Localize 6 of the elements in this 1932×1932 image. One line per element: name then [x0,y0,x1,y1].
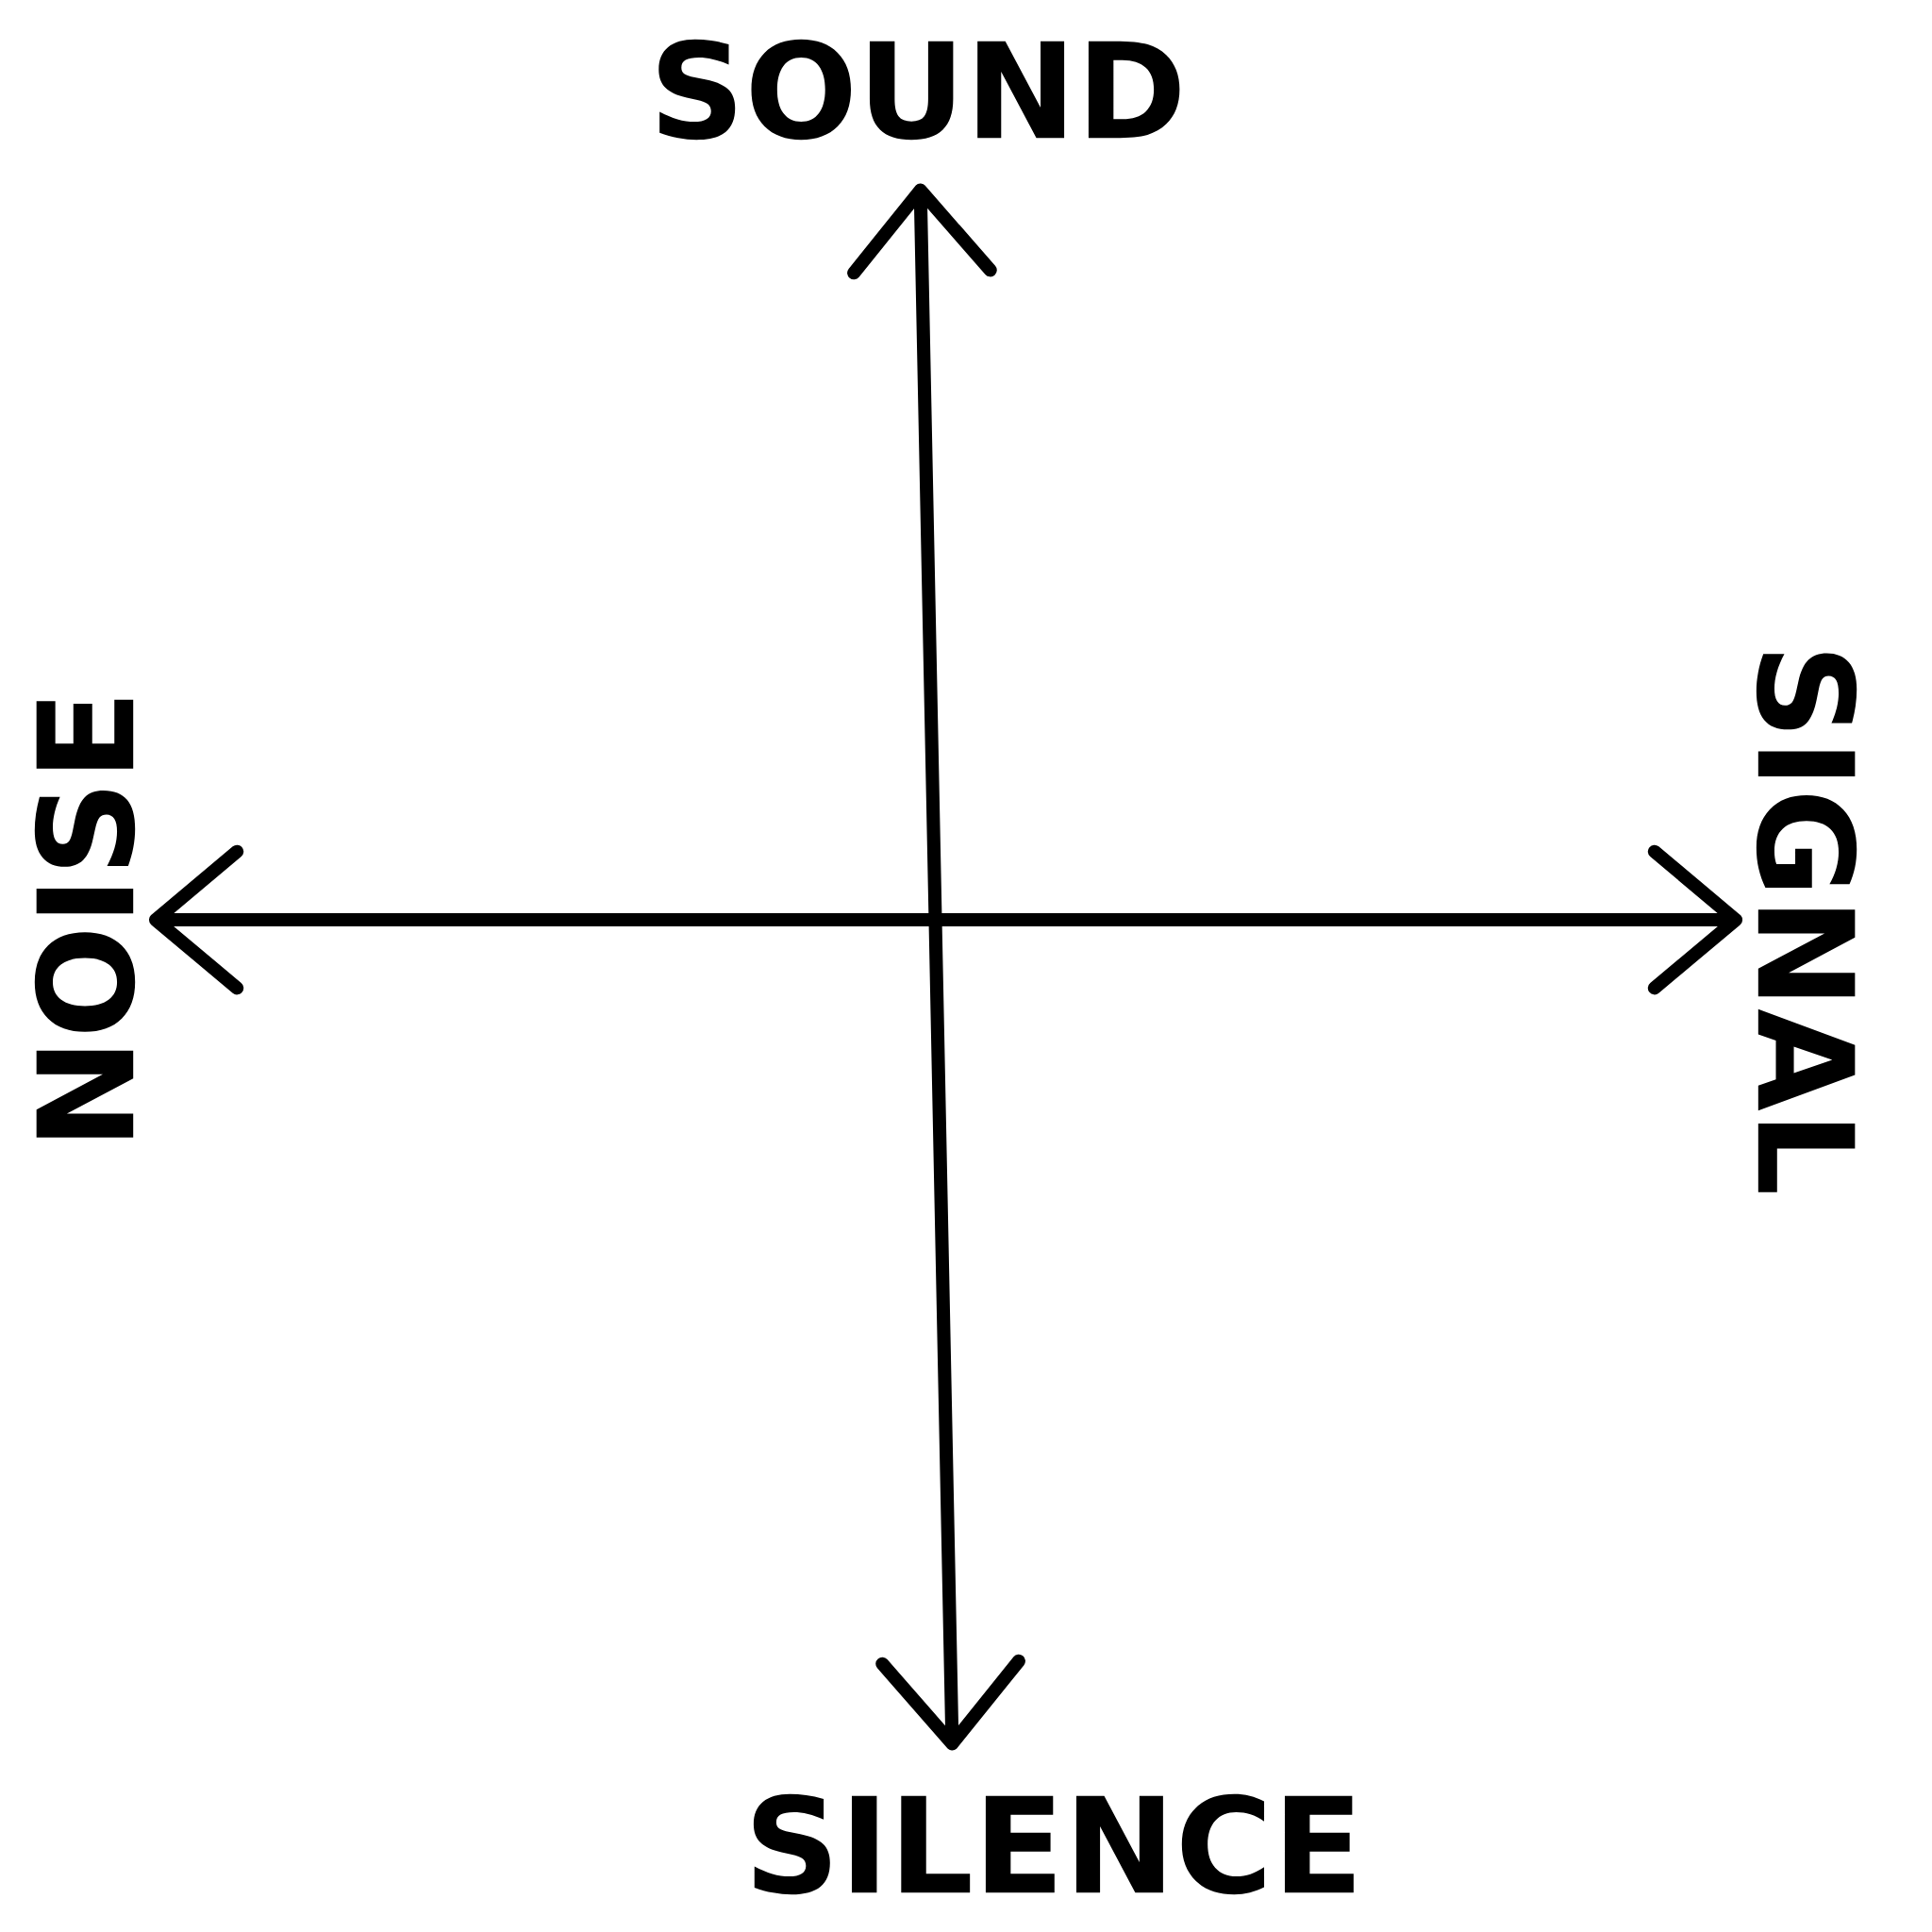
axis-label: SIGNAL [1756,653,1857,1192]
axis-label: SILENCE [753,1793,1354,1895]
arrow [847,183,1025,1751]
axis-label: NOISE [34,699,136,1138]
arrow [148,844,1743,995]
axis-label: SOUND [658,39,1180,141]
